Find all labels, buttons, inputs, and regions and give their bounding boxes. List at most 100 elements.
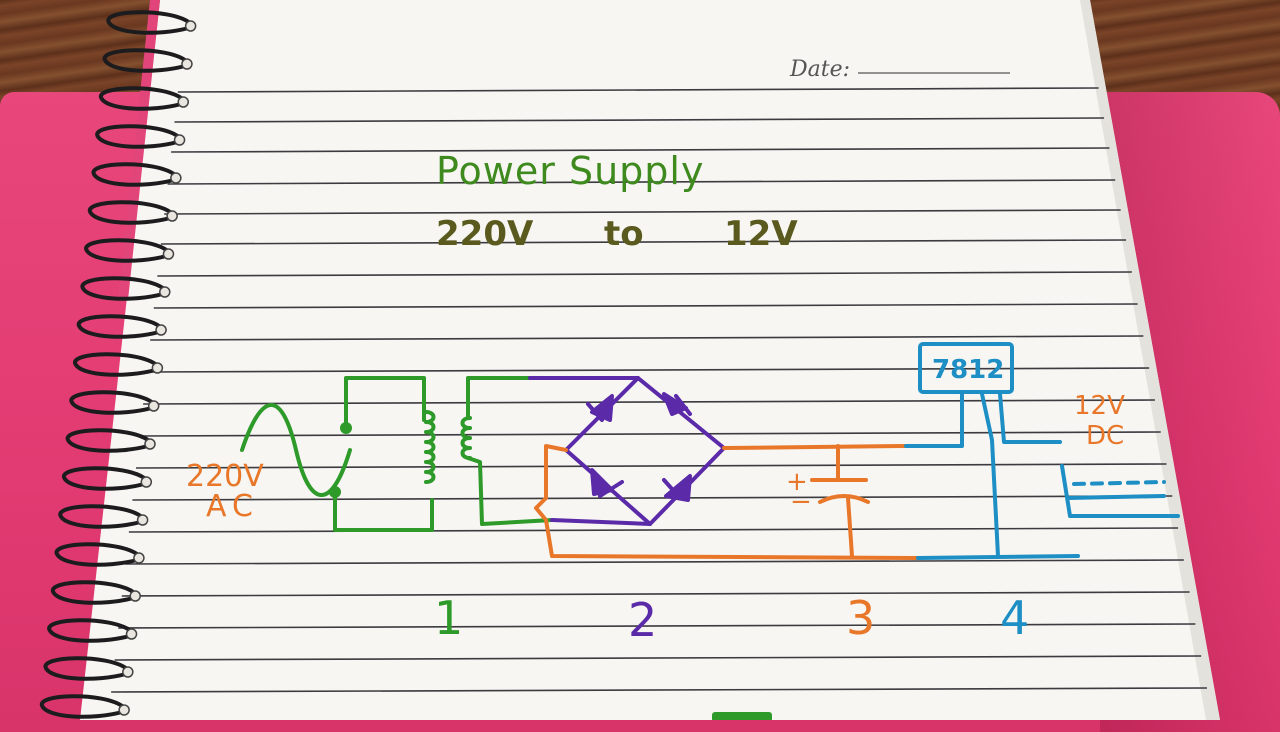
primary-terminal-bottom	[329, 486, 341, 498]
stage-4-label: 4	[1000, 591, 1029, 645]
ruled-line	[128, 527, 1179, 533]
primary-wire-top	[344, 376, 426, 430]
spiral-ring	[62, 466, 146, 491]
ruled-line	[164, 209, 1121, 215]
binding-hole	[155, 324, 167, 336]
binding-hole	[184, 20, 197, 32]
input-type-label: AC	[206, 489, 259, 524]
binding-hole	[166, 210, 178, 222]
spiral-ring	[84, 238, 168, 263]
diode-4-icon	[664, 474, 692, 502]
binding-hole	[140, 476, 153, 488]
binding-hole	[162, 248, 175, 260]
ruled-line	[153, 303, 1138, 309]
secondary-wire-top	[466, 376, 532, 420]
spiral-ring	[99, 86, 183, 111]
ruled-line	[121, 591, 1190, 597]
binding-hole	[125, 628, 138, 640]
primary-wire-bottom	[333, 490, 434, 532]
binding-hole	[129, 590, 141, 602]
ruled-line	[143, 399, 1155, 405]
spiral-ring	[54, 542, 139, 567]
spiral-ring	[58, 504, 142, 529]
regulator-output-pin	[998, 392, 1062, 444]
binding-hole	[133, 552, 145, 564]
spiral-ring	[80, 276, 164, 301]
ruled-line	[132, 495, 1173, 501]
ruled-line	[177, 87, 1099, 93]
capacitor-minus-sign: −	[790, 487, 812, 517]
binding-hole	[170, 172, 182, 184]
binding-hole	[136, 514, 149, 526]
ruled-line	[111, 687, 1207, 693]
ruled-line	[160, 239, 1127, 245]
spiral-binding	[40, 10, 197, 719]
subtitle-to: to	[604, 214, 644, 254]
binding-hole	[144, 438, 156, 450]
ruled-line	[167, 179, 1116, 185]
spiral-ring	[102, 48, 187, 73]
ruled-line	[125, 559, 1184, 565]
dc-positive-rail	[722, 444, 908, 450]
input-voltage-label: 220V	[186, 459, 264, 494]
spiral-ring	[77, 314, 161, 339]
output-type-label: DC	[1086, 421, 1124, 451]
regulator-ground-pin	[980, 392, 1000, 558]
spiral-ring	[51, 580, 135, 605]
diode-3-bar	[598, 480, 624, 498]
capacitor-plate-bottom	[818, 494, 870, 504]
bridge-diamond	[564, 376, 726, 526]
ground-rail	[916, 554, 1080, 560]
battery-load-icon	[1060, 464, 1180, 518]
battery-level-line-2	[1072, 480, 1166, 486]
primary-terminal-top	[340, 422, 352, 434]
ruled-line	[114, 655, 1202, 661]
rectifier-input-bottom	[550, 518, 652, 526]
subtitle-input-voltage: 220V	[436, 214, 534, 254]
regulator-7812-body	[918, 342, 1014, 394]
ruled-line	[174, 117, 1105, 123]
diode-4-bar	[662, 478, 682, 500]
regulator-part-number: 7812	[932, 355, 1004, 385]
margin-stripe	[118, 0, 160, 300]
spiral-ring	[106, 10, 190, 35]
stage-3-label: 3	[846, 591, 875, 645]
capacitor-plus-sign: +	[786, 467, 808, 497]
spiral-ring	[69, 390, 153, 415]
capacitor-lead-bottom	[846, 496, 854, 558]
binding-hole	[147, 400, 160, 412]
battery-level-line-1	[1066, 494, 1166, 500]
diode-2-bar	[674, 394, 692, 416]
diode-2-icon	[662, 392, 688, 416]
ruled-line	[150, 335, 1144, 341]
primary-coil	[424, 410, 436, 484]
title-power-supply: Power Supply	[436, 149, 704, 193]
binding-hole	[118, 704, 130, 716]
ruled-line	[171, 147, 1110, 153]
regulator-input-pin	[904, 392, 964, 448]
secondary-coil	[460, 416, 472, 460]
regulator-stage	[904, 342, 1180, 560]
binding-hole	[159, 286, 171, 298]
spiral-ring	[40, 694, 124, 719]
filter-stage	[534, 444, 920, 560]
spiral-ring	[43, 656, 127, 681]
stage-1-label: 1	[434, 591, 463, 645]
binding-hole	[122, 666, 134, 678]
transformer-stage	[240, 376, 554, 532]
binding-hole	[181, 58, 193, 70]
ruled-line	[157, 271, 1132, 277]
spiral-ring	[88, 200, 172, 225]
subtitle-output-voltage: 12V	[724, 214, 798, 254]
binding-hole	[177, 96, 189, 108]
ruled-line	[146, 367, 1150, 373]
spiral-ring	[65, 428, 150, 453]
secondary-wire-bottom	[466, 456, 554, 526]
date-label: Date:	[789, 57, 850, 82]
spiral-ring	[47, 618, 131, 643]
dc-negative-rail	[534, 444, 920, 560]
output-voltage-label: 12V	[1074, 391, 1125, 421]
diode-1-bar	[586, 402, 604, 422]
binding-hole	[151, 362, 164, 374]
